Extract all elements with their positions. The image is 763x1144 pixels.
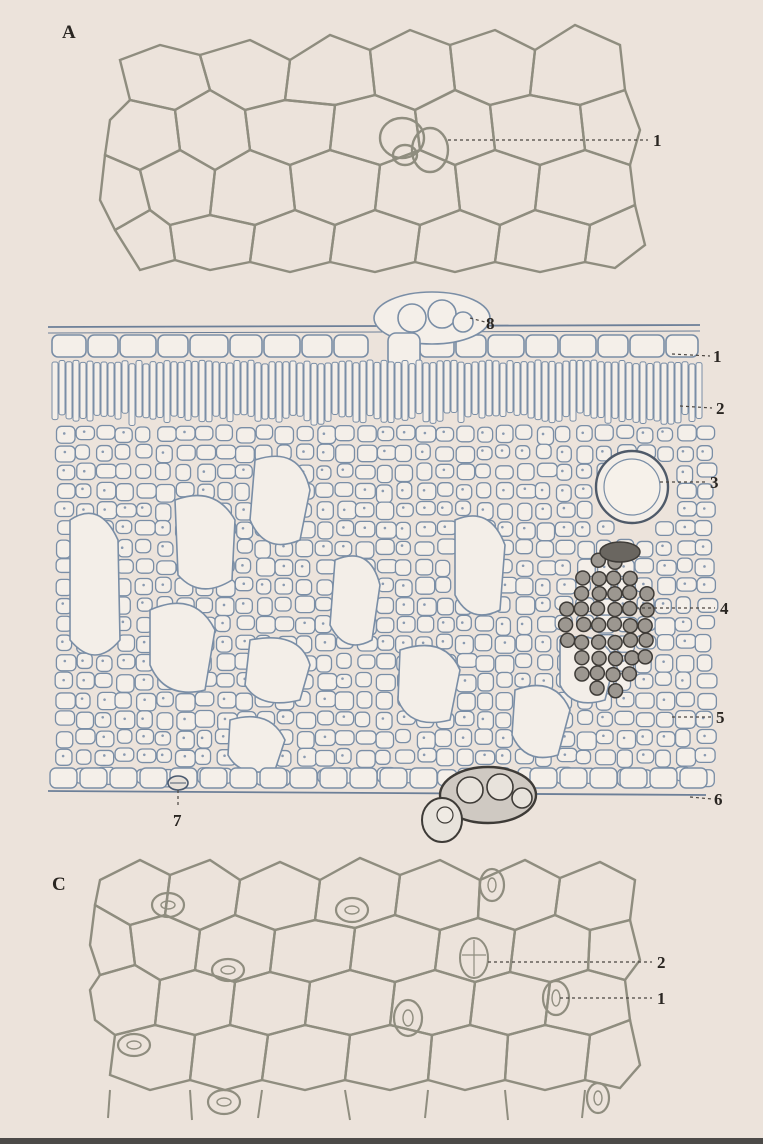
callout-b1: 1 — [713, 347, 722, 366]
upper-epidermis-row — [52, 335, 698, 357]
panel-b: 8 1 2 3 4 5 6 7 — [48, 292, 729, 842]
secretory-duct — [596, 451, 668, 523]
panel-c-letter: C — [52, 874, 66, 895]
glandular-hair-surface — [460, 938, 488, 978]
panel-c: C 2 1 — [52, 858, 666, 1120]
callout-a1: 1 — [653, 131, 662, 150]
callout-b5: 5 — [716, 708, 725, 727]
callout-b4: 4 — [720, 599, 729, 618]
page-bottom-edge — [0, 1138, 763, 1144]
stoma-lower — [168, 776, 188, 790]
callout-b2: 2 — [716, 399, 725, 418]
panel-a: A 1 — [62, 22, 662, 272]
stomata — [118, 869, 609, 1114]
callout-b7: 7 — [173, 811, 182, 830]
callout-b3: 3 — [710, 473, 719, 492]
callout-b6-leader — [690, 797, 712, 799]
callout-c1: 1 — [657, 989, 666, 1008]
upper-cuticle — [48, 325, 700, 327]
callout-b6: 6 — [714, 790, 723, 809]
callout-c2: 2 — [657, 953, 666, 972]
lower-cuticle — [48, 791, 706, 795]
upper-epidermis-cells — [100, 25, 645, 272]
callout-b8: 8 — [486, 314, 495, 333]
panel-a-letter: A — [62, 22, 76, 43]
stomata-cluster — [380, 118, 448, 172]
lower-edge-details — [108, 1090, 585, 1120]
palisade-layer — [52, 360, 702, 425]
